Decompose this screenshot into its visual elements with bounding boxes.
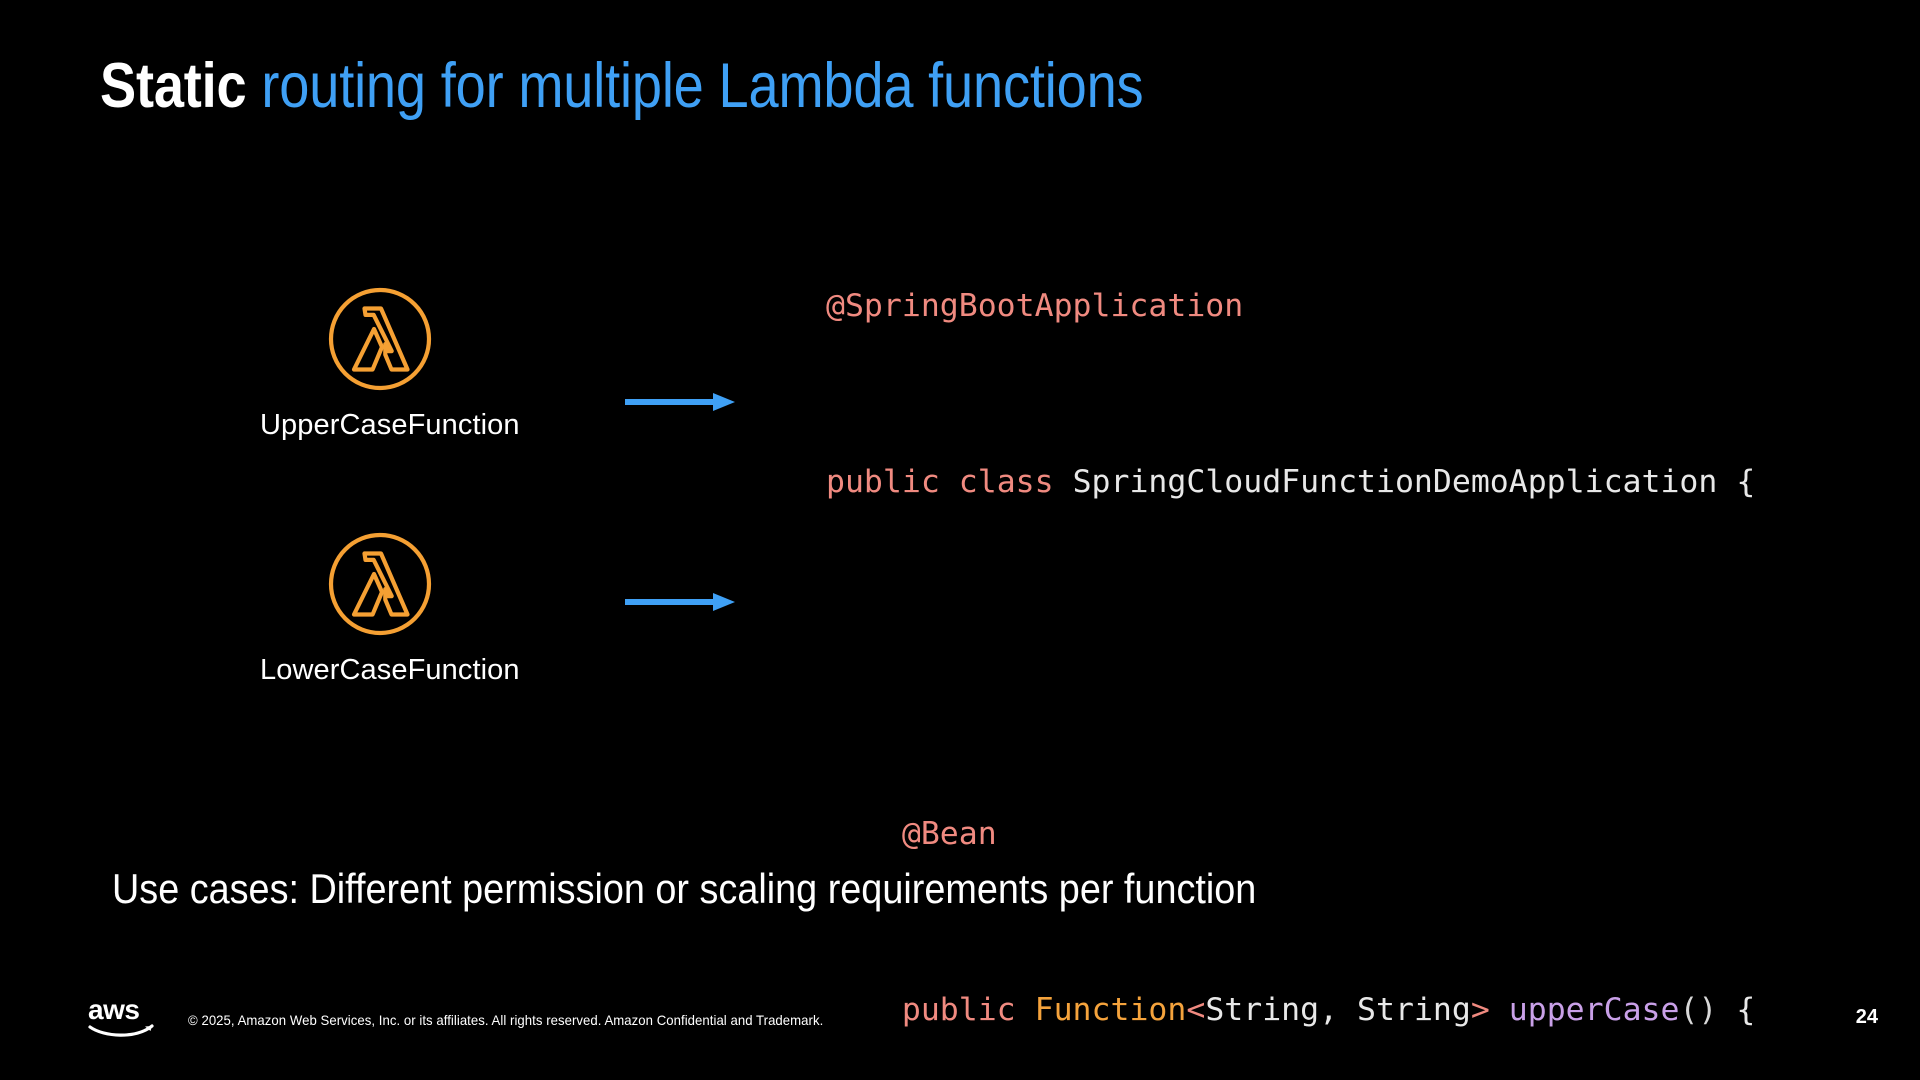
code-line-blank: [826, 636, 1755, 680]
code-line: public class SpringCloudFunctionDemoAppl…: [826, 460, 1755, 504]
lambda-node-uppercase: UpperCaseFunction: [260, 285, 520, 442]
code-token-parens: (): [1679, 992, 1718, 1028]
use-cases-caption: Use cases: Different permission or scali…: [112, 865, 1257, 912]
title-static-word: Static: [100, 51, 262, 121]
code-token-type-string: String: [1357, 992, 1471, 1028]
code-token-annotation: @SpringBootApplication: [826, 288, 1244, 324]
code-token-keyword-public: public: [826, 464, 940, 500]
page-number: 24: [1855, 1006, 1878, 1028]
aws-logo: aws: [88, 995, 154, 1037]
arrow-lowercase-icon: [625, 593, 735, 611]
code-token-keyword-public: public: [901, 992, 1016, 1028]
code-token-annotation-bean: @Bean: [901, 816, 997, 852]
code-token-brace-open: {: [1736, 992, 1756, 1028]
lambda-node-label: UpperCaseFunction: [260, 409, 520, 441]
code-line: public Function<String, String> upperCas…: [826, 988, 1755, 1032]
code-line: @Bean: [826, 812, 1755, 856]
page-title: Static routing for multiple Lambda funct…: [100, 55, 1144, 118]
code-line: @SpringBootApplication: [826, 284, 1755, 328]
svg-text:aws: aws: [88, 995, 139, 1025]
copyright-text: © 2025, Amazon Web Services, Inc. or its…: [188, 1012, 824, 1028]
code-token-type-function: Function: [1034, 992, 1187, 1028]
title-highlight-phrase: routing for multiple Lambda functions: [261, 51, 1144, 121]
code-token-comma: ,: [1319, 992, 1358, 1028]
lambda-node-label: LowerCaseFunction: [260, 654, 520, 686]
code-block: @SpringBootApplication public class Spri…: [826, 196, 1755, 1080]
code-token-method-uppercase: upperCase: [1508, 992, 1680, 1028]
lambda-node-lowercase: LowerCaseFunction: [260, 530, 520, 687]
code-token-type-string: String: [1205, 992, 1320, 1028]
code-token-brace-open: {: [1736, 464, 1756, 500]
code-token-angle-close: >: [1470, 992, 1490, 1028]
aws-lambda-icon: [328, 532, 432, 636]
arrow-uppercase-icon: [625, 393, 735, 411]
aws-lambda-icon: [328, 287, 432, 391]
code-token-class-name: SpringCloudFunctionDemoApplication: [1072, 464, 1718, 500]
code-token-angle-open: <: [1186, 992, 1206, 1028]
code-token-keyword-class: class: [958, 464, 1054, 500]
